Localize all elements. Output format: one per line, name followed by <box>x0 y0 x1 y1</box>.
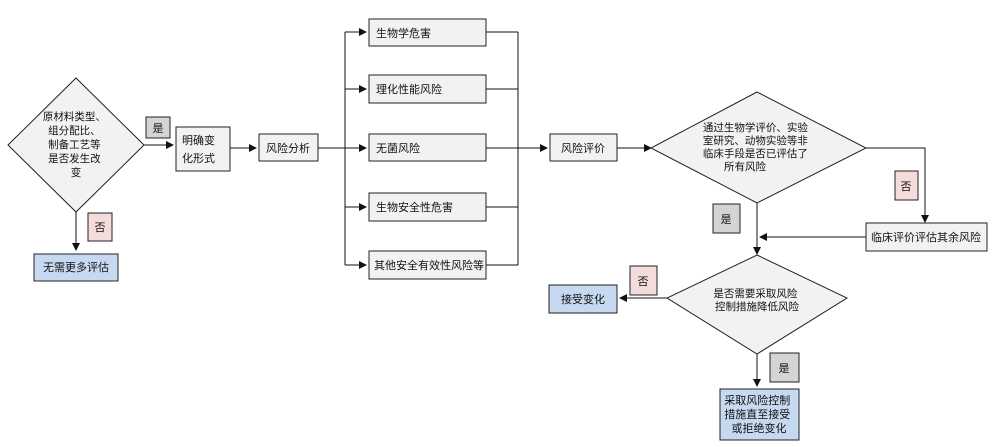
take-control-line-3: 或拒绝变化 <box>732 421 787 435</box>
clinical-eval-box: 临床评价评估其余风险 <box>865 222 988 252</box>
eval-decision-line-3: 临床手段是否已评估了 <box>703 147 808 160</box>
start-decision-line-3: 制备工艺等 <box>48 138 101 151</box>
clarify-change-line-1: 明确变 <box>182 133 215 147</box>
start-decision-line-1: 原材料类型、 <box>43 110 106 123</box>
biosafety-hazard-text: 生物安全性危害 <box>376 200 453 214</box>
start-decision-line-5: 变 <box>71 166 82 179</box>
eval-decision-line-4: 所有风险 <box>724 160 766 173</box>
bio-hazard-text: 生物学危害 <box>376 26 431 40</box>
control-decision-line-1: 是否需要采取风险 <box>713 287 797 300</box>
yes-label-2: 是 <box>712 203 741 234</box>
physchem-risk-box: 理化性能风险 <box>368 74 487 104</box>
connectors <box>72 28 929 387</box>
control-decision: 是否需要采取风险 控制措施降低风险 <box>665 254 849 355</box>
control-decision-line-2: 控制措施降低风险 <box>715 300 799 313</box>
take-control-line-2: 措施直至接受 <box>724 407 790 421</box>
yes-label-1-text: 是 <box>153 122 164 135</box>
sterile-risk-text: 无菌风险 <box>376 141 420 155</box>
risk-evaluation-box: 风险评价 <box>549 133 618 162</box>
risk-analysis-box: 风险分析 <box>258 133 319 162</box>
clarify-change-line-2: 化形式 <box>182 151 215 165</box>
no-more-eval-box: 无需更多评估 <box>33 253 119 282</box>
yes-label-3: 是 <box>769 352 800 383</box>
start-decision-line-2: 组分配比、 <box>48 124 101 137</box>
bio-hazard-box: 生物学危害 <box>368 18 487 47</box>
risk-evaluation-text: 风险评价 <box>561 141 605 155</box>
no-label-2-text: 否 <box>901 180 912 193</box>
no-label-3-text: 否 <box>638 275 649 288</box>
yes-label-3-text: 是 <box>779 362 790 375</box>
take-control-box: 采取风险控制 措施直至接受 或拒绝变化 <box>719 388 800 441</box>
clinical-eval-text: 临床评价评估其余风险 <box>871 230 981 244</box>
eval-decision-line-2: 室研究、动物实验等非 <box>703 134 808 147</box>
risk-analysis-text: 风险分析 <box>266 141 310 155</box>
no-label-2: 否 <box>894 170 919 201</box>
accept-change-text: 接受变化 <box>561 292 605 306</box>
edge-decision-to-clinical <box>866 147 929 223</box>
yes-label-2-text: 是 <box>721 213 732 226</box>
yes-label-1: 是 <box>145 116 171 139</box>
physchem-risk-text: 理化性能风险 <box>376 82 442 96</box>
svg-text:明确变 化形式: 明确变 化形式 <box>182 133 219 165</box>
svg-text:通过生物学评价、实验 室研究、动物实验等非: 通过生物学评价、实验 室研究、动物实验等非 临床手段是否已评估了 所有风险 <box>703 121 811 173</box>
take-control-line-1: 采取风险控制 <box>724 393 790 407</box>
no-more-eval-text: 无需更多评估 <box>43 260 109 274</box>
accept-change-box: 接受变化 <box>548 284 618 314</box>
other-risk-text: 其他安全有效性风险等 <box>374 258 484 272</box>
sterile-risk-box: 无菌风险 <box>368 133 487 162</box>
no-label-1: 否 <box>87 212 113 242</box>
eval-decision-line-1: 通过生物学评价、实验 <box>703 121 808 134</box>
no-label-3: 否 <box>629 265 658 296</box>
svg-text:原材料类型、 组分配比、 制备工艺等: 原材料类型、 组分配比、 制备工艺等 是否发生改 变 <box>43 110 109 179</box>
clarify-change-box: 明确变 化形式 <box>175 126 231 172</box>
svg-text:采取风险控制 措施直至接受 或拒绝变: 采取风险控制 措施直至接受 或拒绝变化 <box>724 393 794 435</box>
svg-text:是否需要采取风险 控制措施降低风险: 是否需要采取风险 控制措施降低风险 <box>713 287 800 313</box>
other-risk-box: 其他安全有效性风险等 <box>368 250 487 280</box>
start-decision-line-4: 是否发生改 <box>48 152 101 165</box>
start-decision: 原材料类型、 组分配比、 制备工艺等 是否发生改 变 <box>7 77 145 213</box>
eval-decision: 通过生物学评价、实验 室研究、动物实验等非 临床手段是否已评估了 所有风险 <box>649 91 868 204</box>
no-label-1-text: 否 <box>95 221 106 234</box>
biosafety-hazard-box: 生物安全性危害 <box>368 192 487 222</box>
